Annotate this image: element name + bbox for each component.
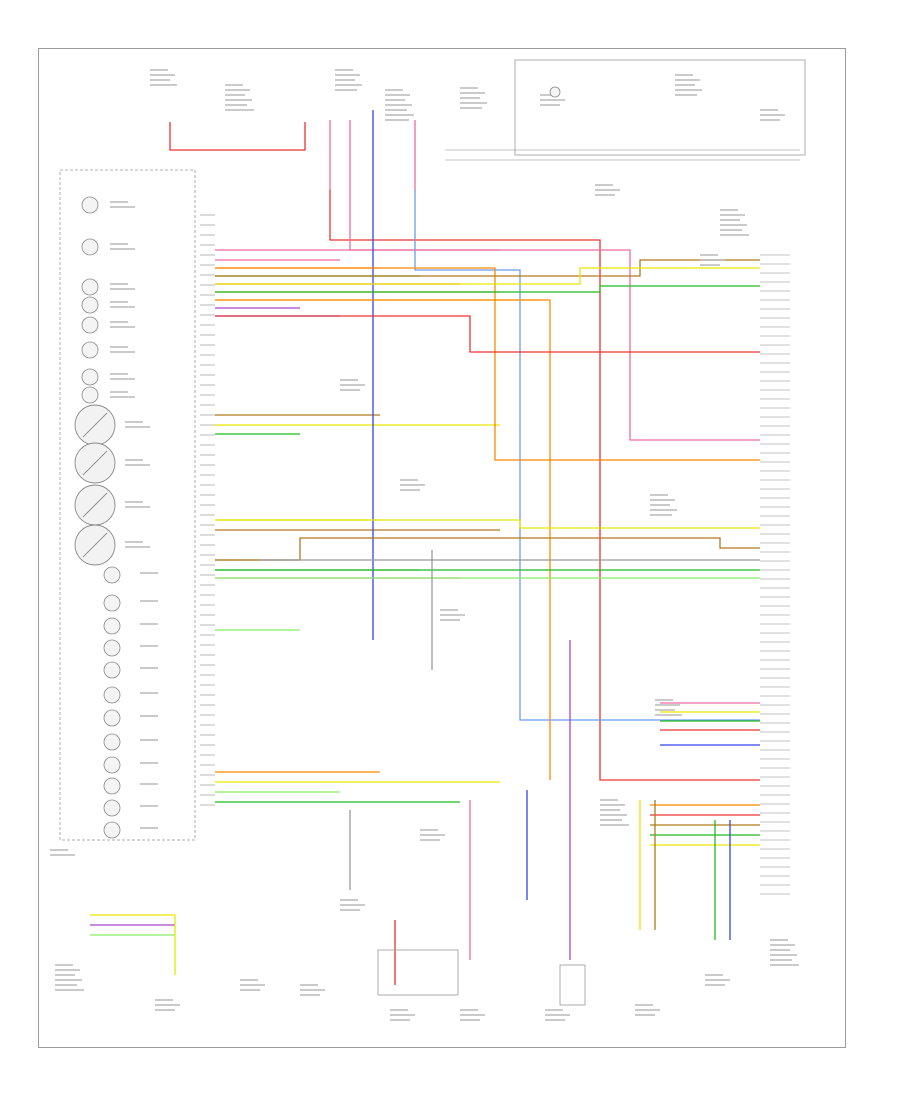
speedometer-gauge-needle <box>82 532 108 558</box>
wire-yellow-right-1 <box>215 267 760 285</box>
cluster-bulb-1 <box>103 594 121 612</box>
cluster-bulb-6 <box>103 709 121 727</box>
diagram-frame <box>38 48 846 1048</box>
cluster-bulb-0 <box>103 566 121 584</box>
fuse-connector <box>549 86 561 98</box>
cluster-bulb-3 <box>103 639 121 657</box>
lower-module-box <box>559 964 586 1006</box>
cluster-outline <box>59 169 196 841</box>
engine-temp-gauge-needle <box>82 492 108 518</box>
wire-light-blue-1 <box>414 190 760 721</box>
wire-orange-long <box>215 267 760 461</box>
wire-orange-vert <box>215 299 551 780</box>
wire-brown-right-3 <box>215 537 760 561</box>
tachometer-gauge-needle <box>82 412 108 438</box>
cluster-bulb-10 <box>103 799 121 817</box>
cluster-indicator-6 <box>81 368 99 386</box>
wire-pink-long <box>349 190 760 441</box>
wire-red-long <box>329 190 760 781</box>
cluster-bulb-5 <box>103 686 121 704</box>
cluster-bulb-2 <box>103 617 121 635</box>
cluster-bulb-11 <box>103 821 121 839</box>
cluster-bulb-7 <box>103 733 121 751</box>
wire-green-right-1 <box>215 285 760 293</box>
cluster-indicator-3 <box>81 296 99 314</box>
wire-yellow-right-3 <box>215 519 760 529</box>
wire-red-top-1 <box>169 122 306 151</box>
cluster-indicator-5 <box>81 341 99 359</box>
cluster-indicator-4 <box>81 316 99 334</box>
wire-red-right-2 <box>215 315 760 353</box>
fuel-level-gauge-needle <box>82 450 108 476</box>
cluster-indicator-7 <box>81 386 99 404</box>
cluster-indicator-2 <box>81 278 99 296</box>
lower-center-switch-box <box>377 949 459 996</box>
cluster-indicator-0 <box>81 196 99 214</box>
fuse-box-outline <box>514 59 806 156</box>
cluster-bulb-8 <box>103 756 121 774</box>
cluster-bulb-9 <box>103 777 121 795</box>
cluster-bulb-4 <box>103 661 121 679</box>
cluster-indicator-1 <box>81 238 99 256</box>
